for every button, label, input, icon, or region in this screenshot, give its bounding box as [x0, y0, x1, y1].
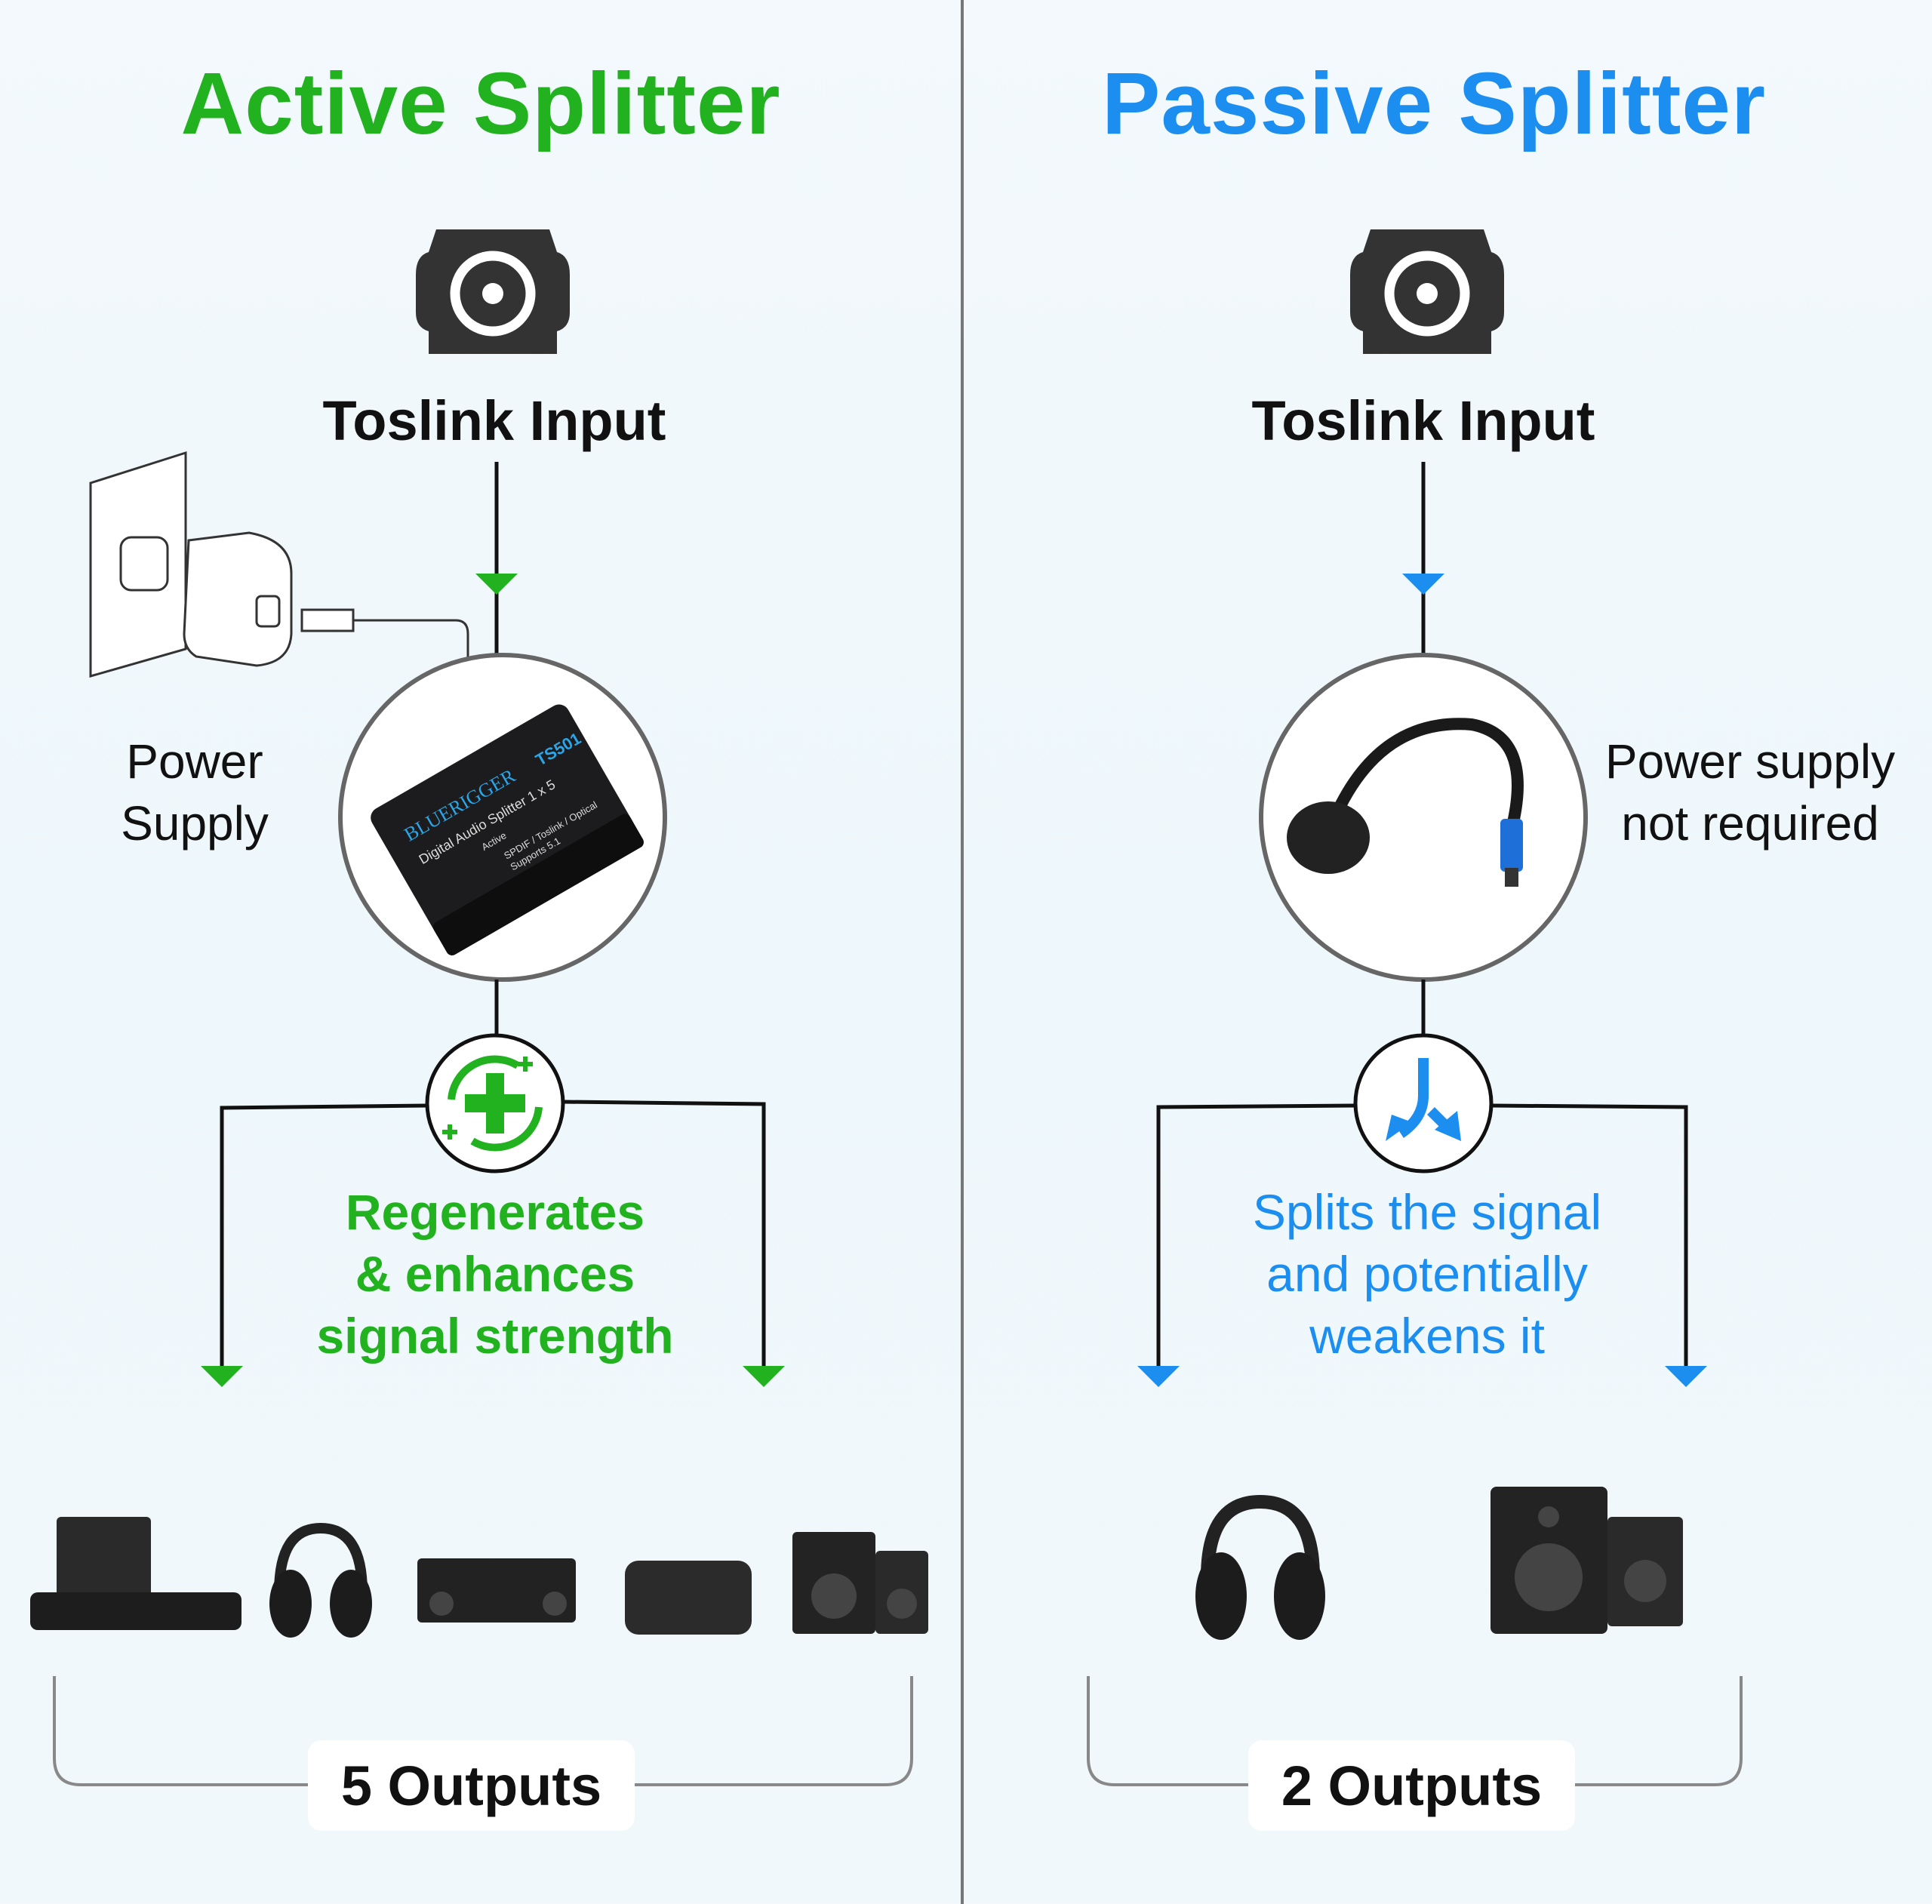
passive-outputs-label: 2 Outputs [1248, 1740, 1575, 1831]
av-receiver-image [417, 1558, 576, 1623]
passive-description: Splits the signal and potentially weaken… [1088, 1181, 1767, 1367]
toslink-port-icon [416, 229, 570, 354]
desc-line: Splits the signal [1252, 1184, 1602, 1240]
bookshelf-speakers-image [1491, 1487, 1683, 1634]
passive-left-arrowhead [1137, 1366, 1180, 1387]
desc-line: and potentially [1266, 1246, 1588, 1302]
active-outputs-label: 5 Outputs [308, 1740, 635, 1831]
active-description: Regenerates & enhances signal strength [155, 1181, 835, 1367]
desc-line: weakens it [1309, 1308, 1545, 1364]
soundbar-subwoofer-image [30, 1517, 242, 1630]
active-right-arrowhead [743, 1366, 785, 1387]
active-title: Active Splitter [180, 54, 781, 152]
passive-input-arrow [1402, 462, 1444, 660]
active-power-label: Power Supply [0, 731, 421, 854]
split-arrows-icon [1353, 1033, 1494, 1173]
desc-line: Regenerates [345, 1184, 645, 1240]
center-divider [961, 0, 964, 1904]
active-splitter-device-image: BLUERIGGER Digital Audio Splitter 1 x 5 … [371, 704, 644, 955]
active-input-label: Toslink Input [322, 389, 666, 452]
power-label-line: not required [1621, 796, 1879, 850]
streaming-box-image [625, 1561, 752, 1635]
passive-splitter-cable-image [1287, 718, 1524, 887]
desc-line: signal strength [316, 1308, 674, 1364]
power-label-line: Power [126, 734, 263, 789]
active-left-arrowhead [201, 1366, 243, 1387]
power-label-line: Supply [121, 796, 269, 850]
bookshelf-speakers-image [792, 1532, 928, 1634]
headphones-image [269, 1522, 372, 1638]
passive-title: Passive Splitter [1102, 54, 1766, 152]
active-input-arrow [475, 462, 518, 660]
regenerate-plus-icon [425, 1033, 565, 1173]
passive-power-label: Power supply not required [1524, 731, 1932, 854]
passive-input-label: Toslink Input [1251, 389, 1595, 452]
active-output-branches [220, 1100, 766, 1368]
power-label-line: Power supply [1604, 734, 1896, 789]
desc-line: & enhances [355, 1246, 635, 1302]
passive-output-branches [1156, 1103, 1688, 1368]
passive-right-arrowhead [1665, 1366, 1707, 1387]
wall-outlet-power-adapter-icon [89, 451, 478, 709]
toslink-port-icon [1350, 229, 1504, 354]
headphones-image [1195, 1494, 1325, 1640]
